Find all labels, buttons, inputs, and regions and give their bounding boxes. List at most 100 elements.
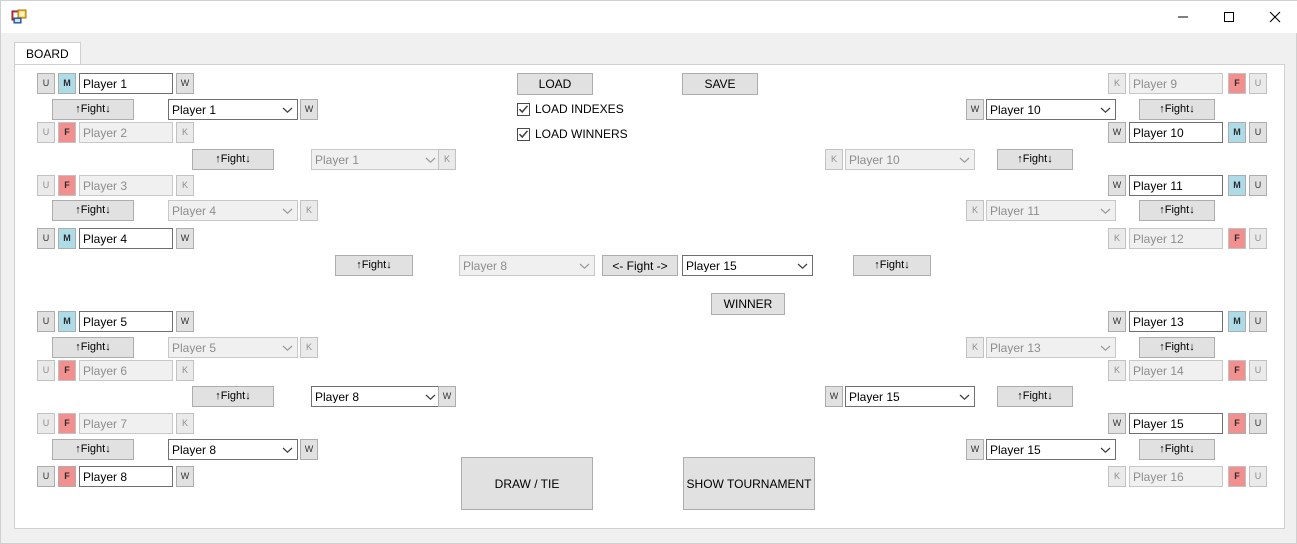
round2-combo-left-2[interactable]: Player 4 <box>168 200 298 221</box>
u-button-right-5[interactable]: U <box>1249 311 1267 332</box>
k-button-right-8[interactable]: K <box>1108 466 1126 487</box>
u-button-right-8[interactable]: U <box>1249 466 1267 487</box>
k-button-left-7[interactable]: K <box>176 413 194 434</box>
tab-board[interactable]: BOARD <box>14 42 81 64</box>
player-name-right-6[interactable]: Player 14 <box>1129 360 1223 381</box>
round2-combo-left-3[interactable]: Player 5 <box>168 337 298 358</box>
load-indexes-checkbox[interactable]: LOAD INDEXES <box>517 102 624 116</box>
fight-button-left-r1-4[interactable]: ↑Fight↓ <box>52 439 134 460</box>
u-button-left-4[interactable]: U <box>37 228 55 249</box>
fight-button-right-r1-4[interactable]: ↑Fight↓ <box>1139 439 1215 460</box>
u-button-left-1[interactable]: U <box>37 73 55 94</box>
u-button-left-5[interactable]: U <box>37 311 55 332</box>
load-button[interactable]: LOAD <box>517 73 593 95</box>
load-winners-checkbox[interactable]: LOAD WINNERS <box>517 127 628 141</box>
w-button-right-r2-1[interactable]: W <box>966 99 984 120</box>
save-button[interactable]: SAVE <box>682 73 758 95</box>
player-name-left-3[interactable]: Player 3 <box>79 175 173 196</box>
round3-combo-left-2[interactable]: Player 8 <box>311 386 441 407</box>
w-button-left-r2-4[interactable]: W <box>300 439 318 460</box>
w-button-right-5[interactable]: W <box>1108 311 1126 332</box>
u-button-right-7[interactable]: U <box>1249 413 1267 434</box>
round2-combo-left-4[interactable]: Player 8 <box>168 439 298 460</box>
w-button-right-7[interactable]: W <box>1108 413 1126 434</box>
fight-button-left-r3[interactable]: ↑Fight↓ <box>335 255 413 276</box>
fight-button-right-r2-1[interactable]: ↑Fight↓ <box>997 149 1073 170</box>
round2-combo-left-1[interactable]: Player 1 <box>168 99 298 120</box>
k-button-right-1[interactable]: K <box>1108 73 1126 94</box>
w-button-right-r2-4[interactable]: W <box>966 439 984 460</box>
player-name-left-6[interactable]: Player 6 <box>79 360 173 381</box>
player-name-left-4[interactable]: Player 4 <box>79 228 173 249</box>
k-button-left-r3-1[interactable]: K <box>438 149 456 170</box>
k-button-left-r2-2[interactable]: K <box>300 200 318 221</box>
player-name-left-5[interactable]: Player 5 <box>79 311 173 332</box>
final-fight-button[interactable]: <- Fight -> <box>602 255 678 276</box>
u-button-left-6[interactable]: U <box>37 360 55 381</box>
finalist-combo-right[interactable]: Player 15 <box>682 255 813 276</box>
u-button-right-2[interactable]: U <box>1249 122 1267 143</box>
player-name-right-4[interactable]: Player 12 <box>1129 228 1223 249</box>
round3-combo-right-1[interactable]: Player 10 <box>845 149 975 170</box>
u-button-right-1[interactable]: U <box>1249 73 1267 94</box>
player-name-left-1[interactable]: Player 1 <box>79 73 173 94</box>
w-button-left-8[interactable]: W <box>176 466 194 487</box>
u-button-left-8[interactable]: U <box>37 466 55 487</box>
k-button-left-2[interactable]: K <box>176 122 194 143</box>
w-button-right-2[interactable]: W <box>1108 122 1126 143</box>
close-icon[interactable] <box>1252 1 1297 33</box>
u-button-left-2[interactable]: U <box>37 122 55 143</box>
round2-combo-right-3[interactable]: Player 13 <box>986 337 1116 358</box>
k-button-left-3[interactable]: K <box>176 175 194 196</box>
k-button-right-r2-3[interactable]: K <box>966 337 984 358</box>
fight-button-right-r3[interactable]: ↑Fight↓ <box>853 255 931 276</box>
u-button-right-6[interactable]: U <box>1249 360 1267 381</box>
player-name-right-7[interactable]: Player 15 <box>1129 413 1223 434</box>
round3-combo-right-2[interactable]: Player 15 <box>845 386 975 407</box>
round2-combo-right-2[interactable]: Player 11 <box>986 200 1116 221</box>
k-button-right-4[interactable]: K <box>1108 228 1126 249</box>
player-name-left-8[interactable]: Player 8 <box>79 466 173 487</box>
player-name-left-2[interactable]: Player 2 <box>79 122 173 143</box>
fight-button-left-r1-3[interactable]: ↑Fight↓ <box>52 337 134 358</box>
w-button-left-4[interactable]: W <box>176 228 194 249</box>
minimize-icon[interactable] <box>1160 1 1206 33</box>
show-tournament-button[interactable]: SHOW TOURNAMENT <box>683 457 815 510</box>
w-button-left-5[interactable]: W <box>176 311 194 332</box>
fight-button-right-r1-2[interactable]: ↑Fight↓ <box>1139 200 1215 221</box>
player-name-right-2[interactable]: Player 10 <box>1129 122 1223 143</box>
fight-button-left-r2-1[interactable]: ↑Fight↓ <box>192 149 274 170</box>
k-button-left-r2-3[interactable]: K <box>300 337 318 358</box>
maximize-icon[interactable] <box>1206 1 1252 33</box>
w-button-left-r2-1[interactable]: W <box>300 99 318 120</box>
u-button-left-3[interactable]: U <box>37 175 55 196</box>
winner-button[interactable]: WINNER <box>711 293 785 315</box>
fight-button-left-r1-1[interactable]: ↑Fight↓ <box>52 99 134 120</box>
draw-tie-button[interactable]: DRAW / TIE <box>461 457 593 510</box>
fight-button-right-r1-1[interactable]: ↑Fight↓ <box>1139 99 1215 120</box>
w-button-right-r3-2[interactable]: W <box>825 386 843 407</box>
round2-combo-right-4[interactable]: Player 15 <box>986 439 1116 460</box>
k-button-right-r3-1[interactable]: K <box>825 149 843 170</box>
fight-button-right-r2-2[interactable]: ↑Fight↓ <box>997 386 1073 407</box>
player-name-right-5[interactable]: Player 13 <box>1129 311 1223 332</box>
w-button-right-3[interactable]: W <box>1108 175 1126 196</box>
player-name-right-3[interactable]: Player 11 <box>1129 175 1223 196</box>
k-button-right-6[interactable]: K <box>1108 360 1126 381</box>
u-button-left-7[interactable]: U <box>37 413 55 434</box>
round3-combo-left-1[interactable]: Player 1 <box>311 149 441 170</box>
k-button-left-6[interactable]: K <box>176 360 194 381</box>
player-name-right-8[interactable]: Player 16 <box>1129 466 1223 487</box>
finalist-combo-left[interactable]: Player 8 <box>459 255 595 276</box>
u-button-right-3[interactable]: U <box>1249 175 1267 196</box>
fight-button-left-r2-2[interactable]: ↑Fight↓ <box>192 386 274 407</box>
u-button-right-4[interactable]: U <box>1249 228 1267 249</box>
fight-button-left-r1-2[interactable]: ↑Fight↓ <box>52 200 134 221</box>
fight-button-right-r1-3[interactable]: ↑Fight↓ <box>1139 337 1215 358</box>
player-name-right-1[interactable]: Player 9 <box>1129 73 1223 94</box>
round2-combo-right-1[interactable]: Player 10 <box>986 99 1116 120</box>
w-button-left-r3-2[interactable]: W <box>438 386 456 407</box>
k-button-right-r2-2[interactable]: K <box>966 200 984 221</box>
player-name-left-7[interactable]: Player 7 <box>79 413 173 434</box>
w-button-left-1[interactable]: W <box>176 73 194 94</box>
